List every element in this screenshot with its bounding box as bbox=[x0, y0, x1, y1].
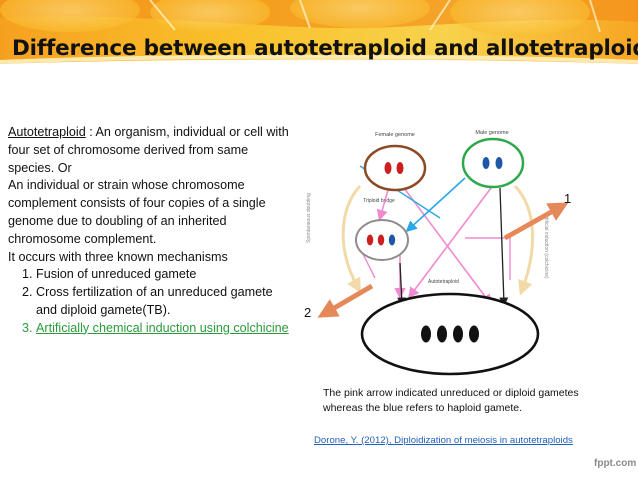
slide-title: Difference between autotetraploid and al… bbox=[12, 36, 638, 61]
mechanism-link[interactable]: Artificially chemical induction using co… bbox=[36, 320, 289, 335]
marker-2: 2 bbox=[304, 305, 312, 320]
black-arrow bbox=[397, 262, 407, 307]
orange-slice-image bbox=[0, 0, 638, 80]
black-chromosome bbox=[453, 325, 463, 343]
definition-rest: : An organism, individual or cell with f… bbox=[8, 125, 289, 175]
orange-banner bbox=[0, 0, 638, 80]
diagram-caption: The pink arrow indicated unreduced or di… bbox=[323, 387, 579, 414]
mechanism-item: Cross fertilization of an unreduced game… bbox=[36, 284, 293, 320]
orange-arrow-1 bbox=[503, 202, 569, 241]
definition-alt: An individual or strain whose chromosome… bbox=[8, 178, 266, 246]
artificial-arrow bbox=[513, 184, 535, 296]
red-chromosome bbox=[396, 162, 404, 174]
autotetraploid-cell bbox=[360, 292, 540, 376]
black-chromosome bbox=[469, 325, 479, 343]
triploid-bridge-label: Triploid bridge bbox=[363, 198, 395, 204]
black-chromosome bbox=[437, 325, 447, 343]
definition-text: Autotetraploid : An organism, individual… bbox=[8, 124, 293, 338]
red-chromosome bbox=[366, 234, 374, 246]
blue-chromosome bbox=[388, 234, 396, 246]
red-chromosome bbox=[384, 162, 392, 174]
blue-arrow bbox=[405, 177, 466, 233]
orange-arrow-2 bbox=[317, 283, 374, 318]
spontaneous-arrow bbox=[341, 184, 362, 294]
term-autotetraploid: Autotetraploid bbox=[8, 125, 86, 139]
female-genome-cell bbox=[363, 144, 427, 192]
blue-chromosome bbox=[495, 157, 503, 169]
artificial-induction-label: Artificial induction (colchicine) bbox=[543, 213, 549, 279]
spontaneous-doubling-label: Spontaneous doubling bbox=[306, 193, 312, 243]
pink-arrow bbox=[408, 175, 501, 299]
female-genome-label: Female genome bbox=[375, 132, 415, 138]
black-arrow bbox=[499, 187, 509, 307]
mechanism-item: Fusion of unreduced gamete bbox=[36, 266, 293, 284]
polyploidy-diagram: Female genome Male genome Triploid bridg… bbox=[306, 130, 569, 376]
autotetraploid-label: Autotetraploid bbox=[428, 279, 459, 285]
male-genome-label: Male genome bbox=[475, 130, 508, 136]
male-genome-cell bbox=[461, 137, 525, 189]
mechanisms-intro: It occurs with three known mechanisms bbox=[8, 249, 228, 264]
citation-link[interactable]: Dorone, Y. (2012), Diploidization of mei… bbox=[314, 435, 573, 446]
definition-paragraph: Autotetraploid : An organism, individual… bbox=[8, 124, 293, 177]
mechanisms-list: Fusion of unreduced gamete Cross fertili… bbox=[8, 266, 293, 337]
blue-chromosome bbox=[482, 157, 490, 169]
mechanism-item[interactable]: Artificially chemical induction using co… bbox=[36, 320, 293, 338]
fppt-watermark: fppt.com bbox=[594, 458, 637, 469]
marker-1: 1 bbox=[564, 191, 572, 206]
pink-arrow bbox=[394, 175, 492, 306]
red-chromosome bbox=[377, 234, 385, 246]
black-chromosome bbox=[421, 325, 431, 343]
